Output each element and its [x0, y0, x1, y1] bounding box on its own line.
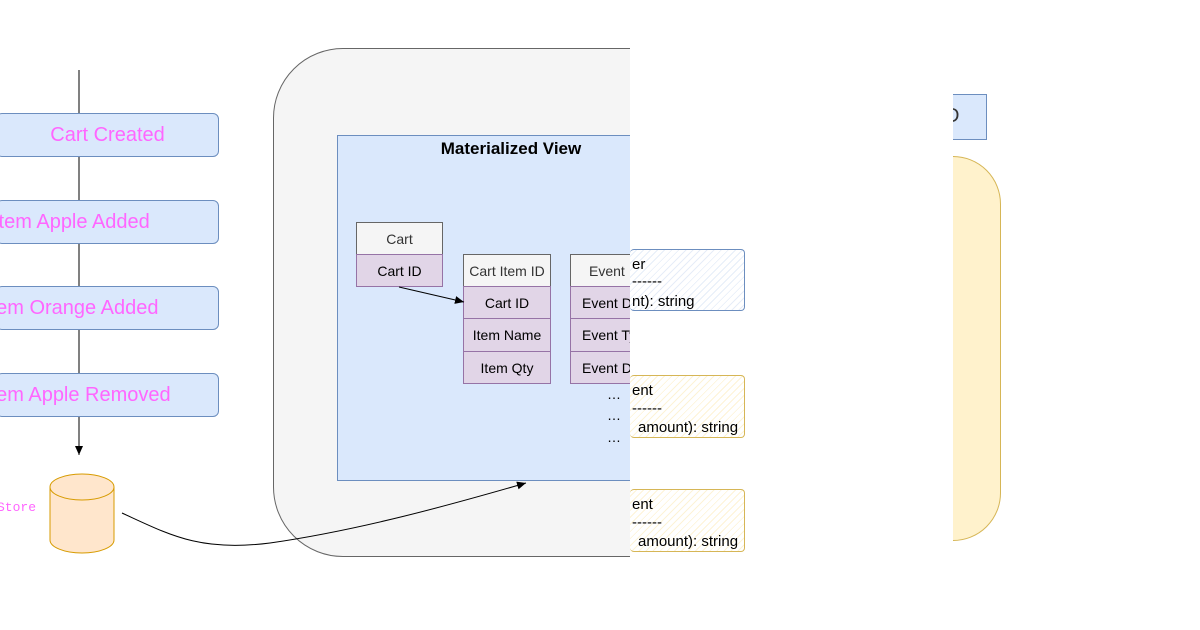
ellipsis: …	[607, 407, 622, 423]
cart-item-table-header: Cart Item ID	[463, 254, 551, 287]
cart-item-table-row: Item Name	[463, 318, 551, 352]
event-table-row-label: Event Ty	[582, 327, 637, 343]
note-text: er ------ nt): string	[632, 255, 744, 311]
ellipsis: …	[607, 429, 622, 445]
note-line: ------	[632, 514, 662, 531]
ellipsis: …	[607, 386, 622, 402]
event-item-orange-added: Item Orange Added	[0, 286, 219, 330]
cart-table-header: Cart	[356, 222, 443, 255]
materialized-view-title: Materialized View	[440, 139, 582, 158]
note-line: amount): string	[638, 533, 739, 550]
cart-table-row: Cart ID	[356, 254, 443, 287]
cart-item-table-row: Item Qty	[463, 351, 551, 384]
event-table-row-label: Event Da	[582, 359, 640, 376]
note-line: ------	[632, 273, 662, 290]
note-line: amount): string	[638, 419, 739, 436]
note-card: ent ------ amount): string	[630, 489, 745, 552]
event-item-apple-removed: Item Apple Removed	[0, 373, 219, 417]
note-card: ent ------ amount): string	[630, 375, 745, 438]
note-text: ent ------ amount): string	[632, 381, 744, 437]
note-line: er	[632, 256, 646, 273]
event-label: Cart Created	[50, 123, 165, 146]
event-table-row-label: Event Da	[582, 294, 640, 311]
cart-item-table-row: Cart ID	[463, 286, 551, 319]
note-card: er ------ nt): string	[630, 249, 745, 311]
note-line: ent	[632, 382, 653, 399]
event-cart-created: Cart Created	[0, 113, 219, 157]
event-table-header-label: Event I	[589, 262, 633, 279]
note-line: nt): string	[632, 293, 695, 310]
note-line: ------	[632, 400, 662, 417]
event-label: Item Apple Added	[0, 210, 150, 233]
store-label: Store	[0, 500, 37, 515]
note-text: ent ------ amount): string	[632, 495, 744, 551]
note-line: ent	[632, 496, 653, 513]
event-item-apple-added: Item Apple Added	[0, 200, 219, 244]
event-label: Item Apple Removed	[0, 383, 171, 406]
event-label: Item Orange Added	[0, 296, 159, 319]
